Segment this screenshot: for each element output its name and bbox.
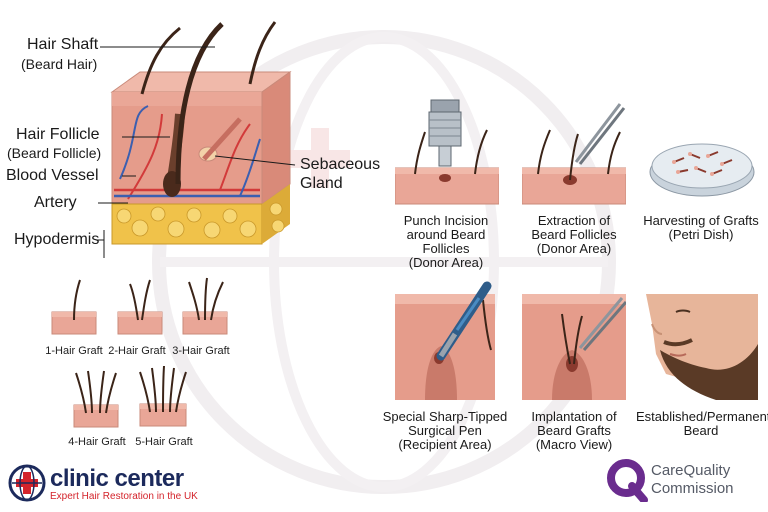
graft-caption: 4-Hair Graft xyxy=(68,436,126,448)
hair-follicle-sublabel: (Beard Follicle) xyxy=(7,145,102,161)
graft-tile xyxy=(73,370,119,428)
regulator-name-line1: CareQuality xyxy=(651,462,731,479)
extraction-illustration xyxy=(522,103,626,205)
graft-caption: 2-Hair Graft xyxy=(108,345,166,357)
graft-tile xyxy=(117,279,163,335)
graft-caption: 3-Hair Graft xyxy=(172,345,230,357)
cqc-logo-icon xyxy=(607,459,648,502)
graft-tile xyxy=(139,365,187,427)
hypodermis-label: Hypodermis xyxy=(14,231,100,248)
surgical-pen-illustration xyxy=(395,281,495,400)
hair-follicle-label: Hair Follicle xyxy=(16,126,100,143)
brand-tagline: Expert Hair Restoration in the UK xyxy=(50,491,198,502)
skin-cross-section xyxy=(110,21,292,245)
punch-incision-illustration xyxy=(395,99,499,205)
brand-name: clinic center xyxy=(50,465,184,492)
implantation-illustration xyxy=(522,294,626,400)
sebaceous-label: Sebaceous xyxy=(300,156,381,173)
hair-shaft-label: Hair Shaft xyxy=(27,36,99,53)
graft-tile xyxy=(51,279,97,335)
hair-shaft-sublabel: (Beard Hair) xyxy=(21,56,98,72)
petri-dish-illustration xyxy=(649,143,755,197)
regulator-name-line2: Commission xyxy=(651,480,734,497)
artery-label: Artery xyxy=(34,194,77,211)
bearded-face-illustration xyxy=(646,294,758,400)
graft-tile xyxy=(182,277,228,335)
blood-vessel-label: Blood Vessel xyxy=(6,167,99,184)
graft-caption: 5-Hair Graft xyxy=(135,436,193,448)
graft-caption: 1-Hair Graft xyxy=(45,345,103,357)
skin-label-leaders xyxy=(96,46,296,258)
clinic-center-logo-icon xyxy=(8,464,46,502)
gland-label: Gland xyxy=(300,175,343,192)
step-caption: Harvesting of Grafts(Petri Dish) xyxy=(643,213,759,242)
